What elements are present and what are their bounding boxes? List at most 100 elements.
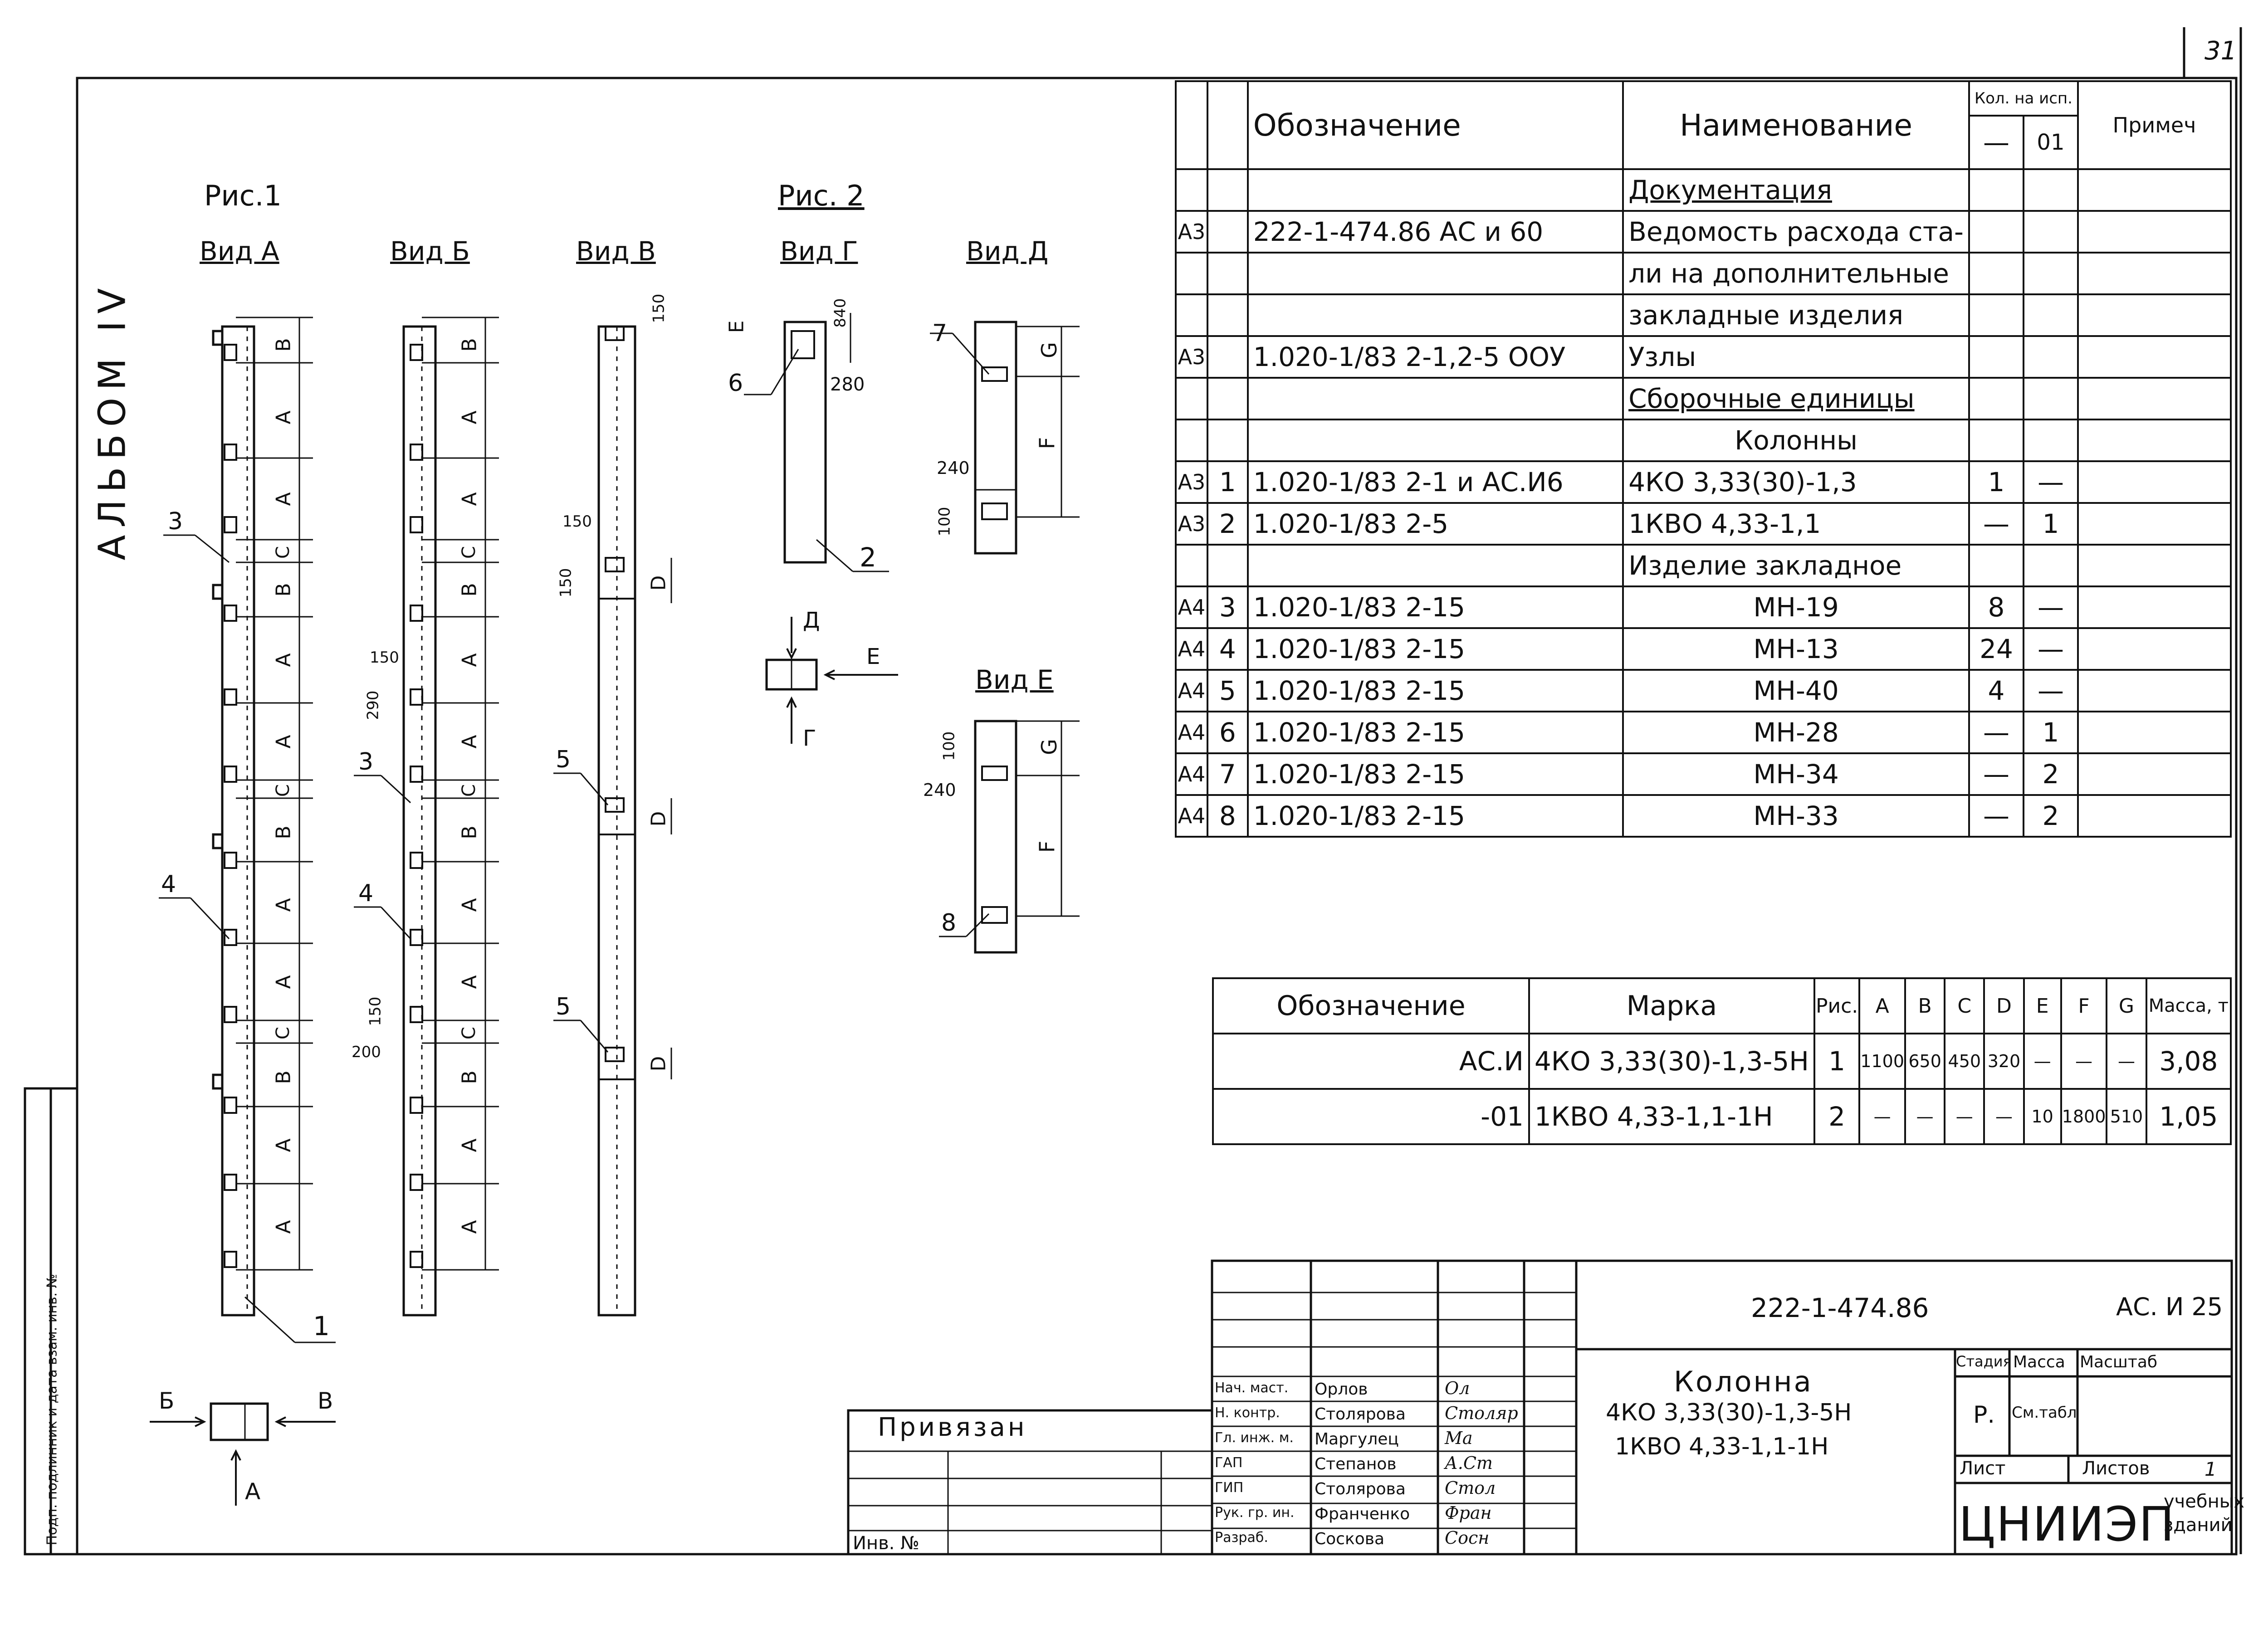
spec-note [2077, 252, 2232, 295]
key-label-v: В [318, 1388, 333, 1414]
spec-row: Изделие закладное [1175, 544, 2232, 587]
marks-header-cell: Марка [1528, 977, 1815, 1034]
marks-cell: 1100 [1858, 1033, 1906, 1090]
spec-qty-01: 1 [2022, 502, 2079, 546]
spec-note [2077, 210, 2232, 254]
specification-table: Обозначение Наименование Кол. на исп. Пр… [1175, 80, 2232, 838]
marks-cell: АС.И [1212, 1033, 1530, 1090]
spec-qty: — [1968, 752, 2024, 796]
spec-position: 2 [1206, 502, 1249, 546]
column-view-a [221, 325, 255, 1317]
spec-designation [1246, 377, 1624, 420]
spec-position [1206, 419, 1249, 462]
marks-header-cell: Масса, т [2145, 977, 2232, 1034]
marks-cell: — [1983, 1088, 2025, 1145]
callout-8: 8 [941, 909, 957, 937]
spec-position: 5 [1206, 669, 1249, 712]
spec-designation [1246, 419, 1624, 462]
spec-designation: 1.020-1/83 2-15 [1246, 585, 1624, 629]
spec-position: 1 [1206, 460, 1249, 504]
signer-name: Столярова [1315, 1405, 1406, 1424]
marks-header-cell: E [2023, 977, 2062, 1034]
spec-position [1206, 168, 1249, 212]
spec-name: Ведомость расхода ста- [1622, 210, 1970, 254]
spec-format [1175, 377, 1208, 420]
callout-6: 6 [728, 370, 743, 397]
spec-format [1175, 252, 1208, 295]
org-sub: учебных зданий [2164, 1491, 2244, 1536]
spec-name: ли на дополнительные [1622, 252, 1970, 295]
spec-position [1206, 377, 1249, 420]
fig2-label: Рис. 2 [778, 179, 865, 212]
marks-cell: — [2060, 1033, 2108, 1090]
marks-cell: 2 [1813, 1088, 1861, 1145]
spec-position: 4 [1206, 627, 1249, 671]
spec-row: Сборочные единицы [1175, 377, 2232, 420]
spec-qty-01 [2022, 544, 2079, 587]
signature: Столяр [1445, 1403, 1518, 1423]
callout-1: 1 [313, 1311, 330, 1341]
spec-designation [1246, 168, 1624, 212]
spec-qty: — [1968, 794, 2024, 838]
key-label-a: А [245, 1478, 261, 1505]
spec-qty-01 [2022, 419, 2079, 462]
view-g-label: Вид Г [780, 236, 858, 267]
dim-150: 150 [562, 512, 592, 531]
org-name: ЦНИИЭП [1959, 1497, 2175, 1552]
marks-cell: 4КО 3,33(30)-1,3-5Н [1528, 1033, 1815, 1090]
spec-name: 1КВО 4,33-1,1 [1622, 502, 1970, 546]
header-name: Наименование [1622, 80, 1970, 170]
marks-header-cell: C [1944, 977, 1985, 1034]
spec-qty-01: 2 [2022, 752, 2079, 796]
marks-cell: 320 [1983, 1033, 2025, 1090]
header-qty: Кол. на исп. [1968, 80, 2079, 117]
column-view-d [974, 321, 1017, 555]
spec-designation [1246, 293, 1624, 337]
marks-header-cell: G [2106, 977, 2147, 1034]
spec-format: А4 [1175, 585, 1208, 629]
spec-name: Изделие закладное [1622, 544, 1970, 587]
spec-qty-01 [2022, 168, 2079, 212]
marks-header-cell: F [2060, 977, 2108, 1034]
callout-4: 4 [161, 871, 176, 898]
spec-qty: 24 [1968, 627, 2024, 671]
spec-qty [1968, 168, 2024, 212]
spec-note [2077, 377, 2232, 420]
spec-position [1206, 210, 1249, 254]
spec-qty-01: — [2022, 669, 2079, 712]
spec-qty-01 [2022, 377, 2079, 420]
signer-role: Нач. маст. [1215, 1380, 1289, 1396]
key-label-b: Б [159, 1388, 175, 1414]
fig1-label: Рис.1 [204, 179, 282, 212]
signer-name: Столярова [1315, 1480, 1406, 1498]
signer-role: Рук. гр. ин. [1215, 1505, 1295, 1521]
spec-qty: 8 [1968, 585, 2024, 629]
signer-role: Н. контр. [1215, 1405, 1280, 1421]
mass-label: Масса [2013, 1353, 2065, 1371]
spec-designation: 1.020-1/83 2-15 [1246, 627, 1624, 671]
mass-value: См.табл [2012, 1404, 2077, 1422]
spec-name: Сборочные единицы [1622, 377, 1970, 420]
signature: Стол [1445, 1478, 1496, 1498]
spec-qty: 4 [1968, 669, 2024, 712]
column-view-e [974, 720, 1017, 954]
spec-qty [1968, 252, 2024, 295]
marks-cell: 1800 [2060, 1088, 2108, 1145]
dim-200: 200 [352, 1043, 381, 1061]
view-d-label: Вид Д [966, 236, 1049, 267]
spec-designation: 1.020-1/83 2-1 и АС.И6 [1246, 460, 1624, 504]
view-b-label: Вид Б [390, 236, 470, 267]
stage-value: Р. [1973, 1401, 1995, 1429]
callout-5: 5 [556, 746, 571, 773]
signer-name: Степанов [1315, 1455, 1397, 1473]
spec-note [2077, 419, 2232, 462]
marks-cell: 1КВО 4,33-1,1-1Н [1528, 1088, 1815, 1145]
